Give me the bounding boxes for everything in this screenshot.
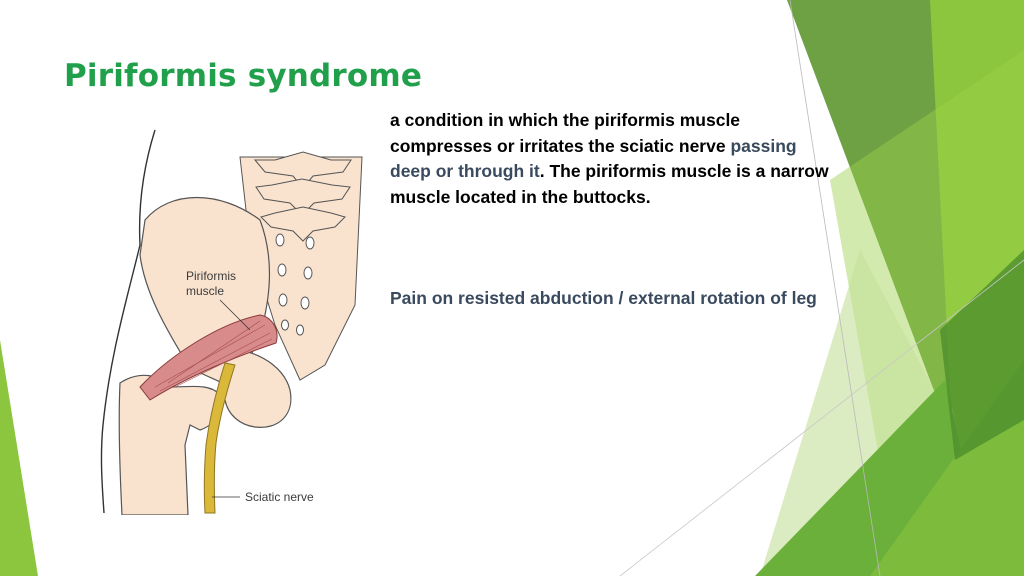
thin-line-2 [619, 259, 1024, 576]
left-edge-facet [0, 340, 38, 576]
lumbar-vertebrae [253, 151, 352, 242]
ischium [224, 349, 292, 428]
leader-line-piriformis [219, 299, 251, 331]
body-outline [100, 129, 156, 514]
label-piriformis-line2: muscle [186, 284, 224, 298]
sacral-foramina [275, 233, 315, 336]
muscle-fibers [154, 320, 273, 392]
piriformis-anatomy-illustration: Piriformis muscle Sciatic nerve [100, 129, 363, 515]
slide-title: Piriformis syndrome [64, 58, 423, 94]
definition-text-end: . The piriformis muscle is a narrow musc… [390, 161, 829, 207]
definition-text-start: a condition in which the piriformis musc… [390, 110, 741, 156]
thin-line-1 [789, 0, 881, 576]
definition-highlight: passing deep or through it [390, 135, 797, 182]
facet-dark-lower [940, 250, 1024, 460]
sciatic-nerve [203, 362, 236, 514]
symptom-paragraph: Pain on resisted abduction / external ro… [390, 288, 817, 308]
label-sciatic-nerve: Sciatic nerve [245, 490, 314, 504]
definition-paragraph: a condition in which the piriformis musc… [390, 108, 830, 210]
label-piriformis-line1: Piriformis [186, 269, 236, 283]
